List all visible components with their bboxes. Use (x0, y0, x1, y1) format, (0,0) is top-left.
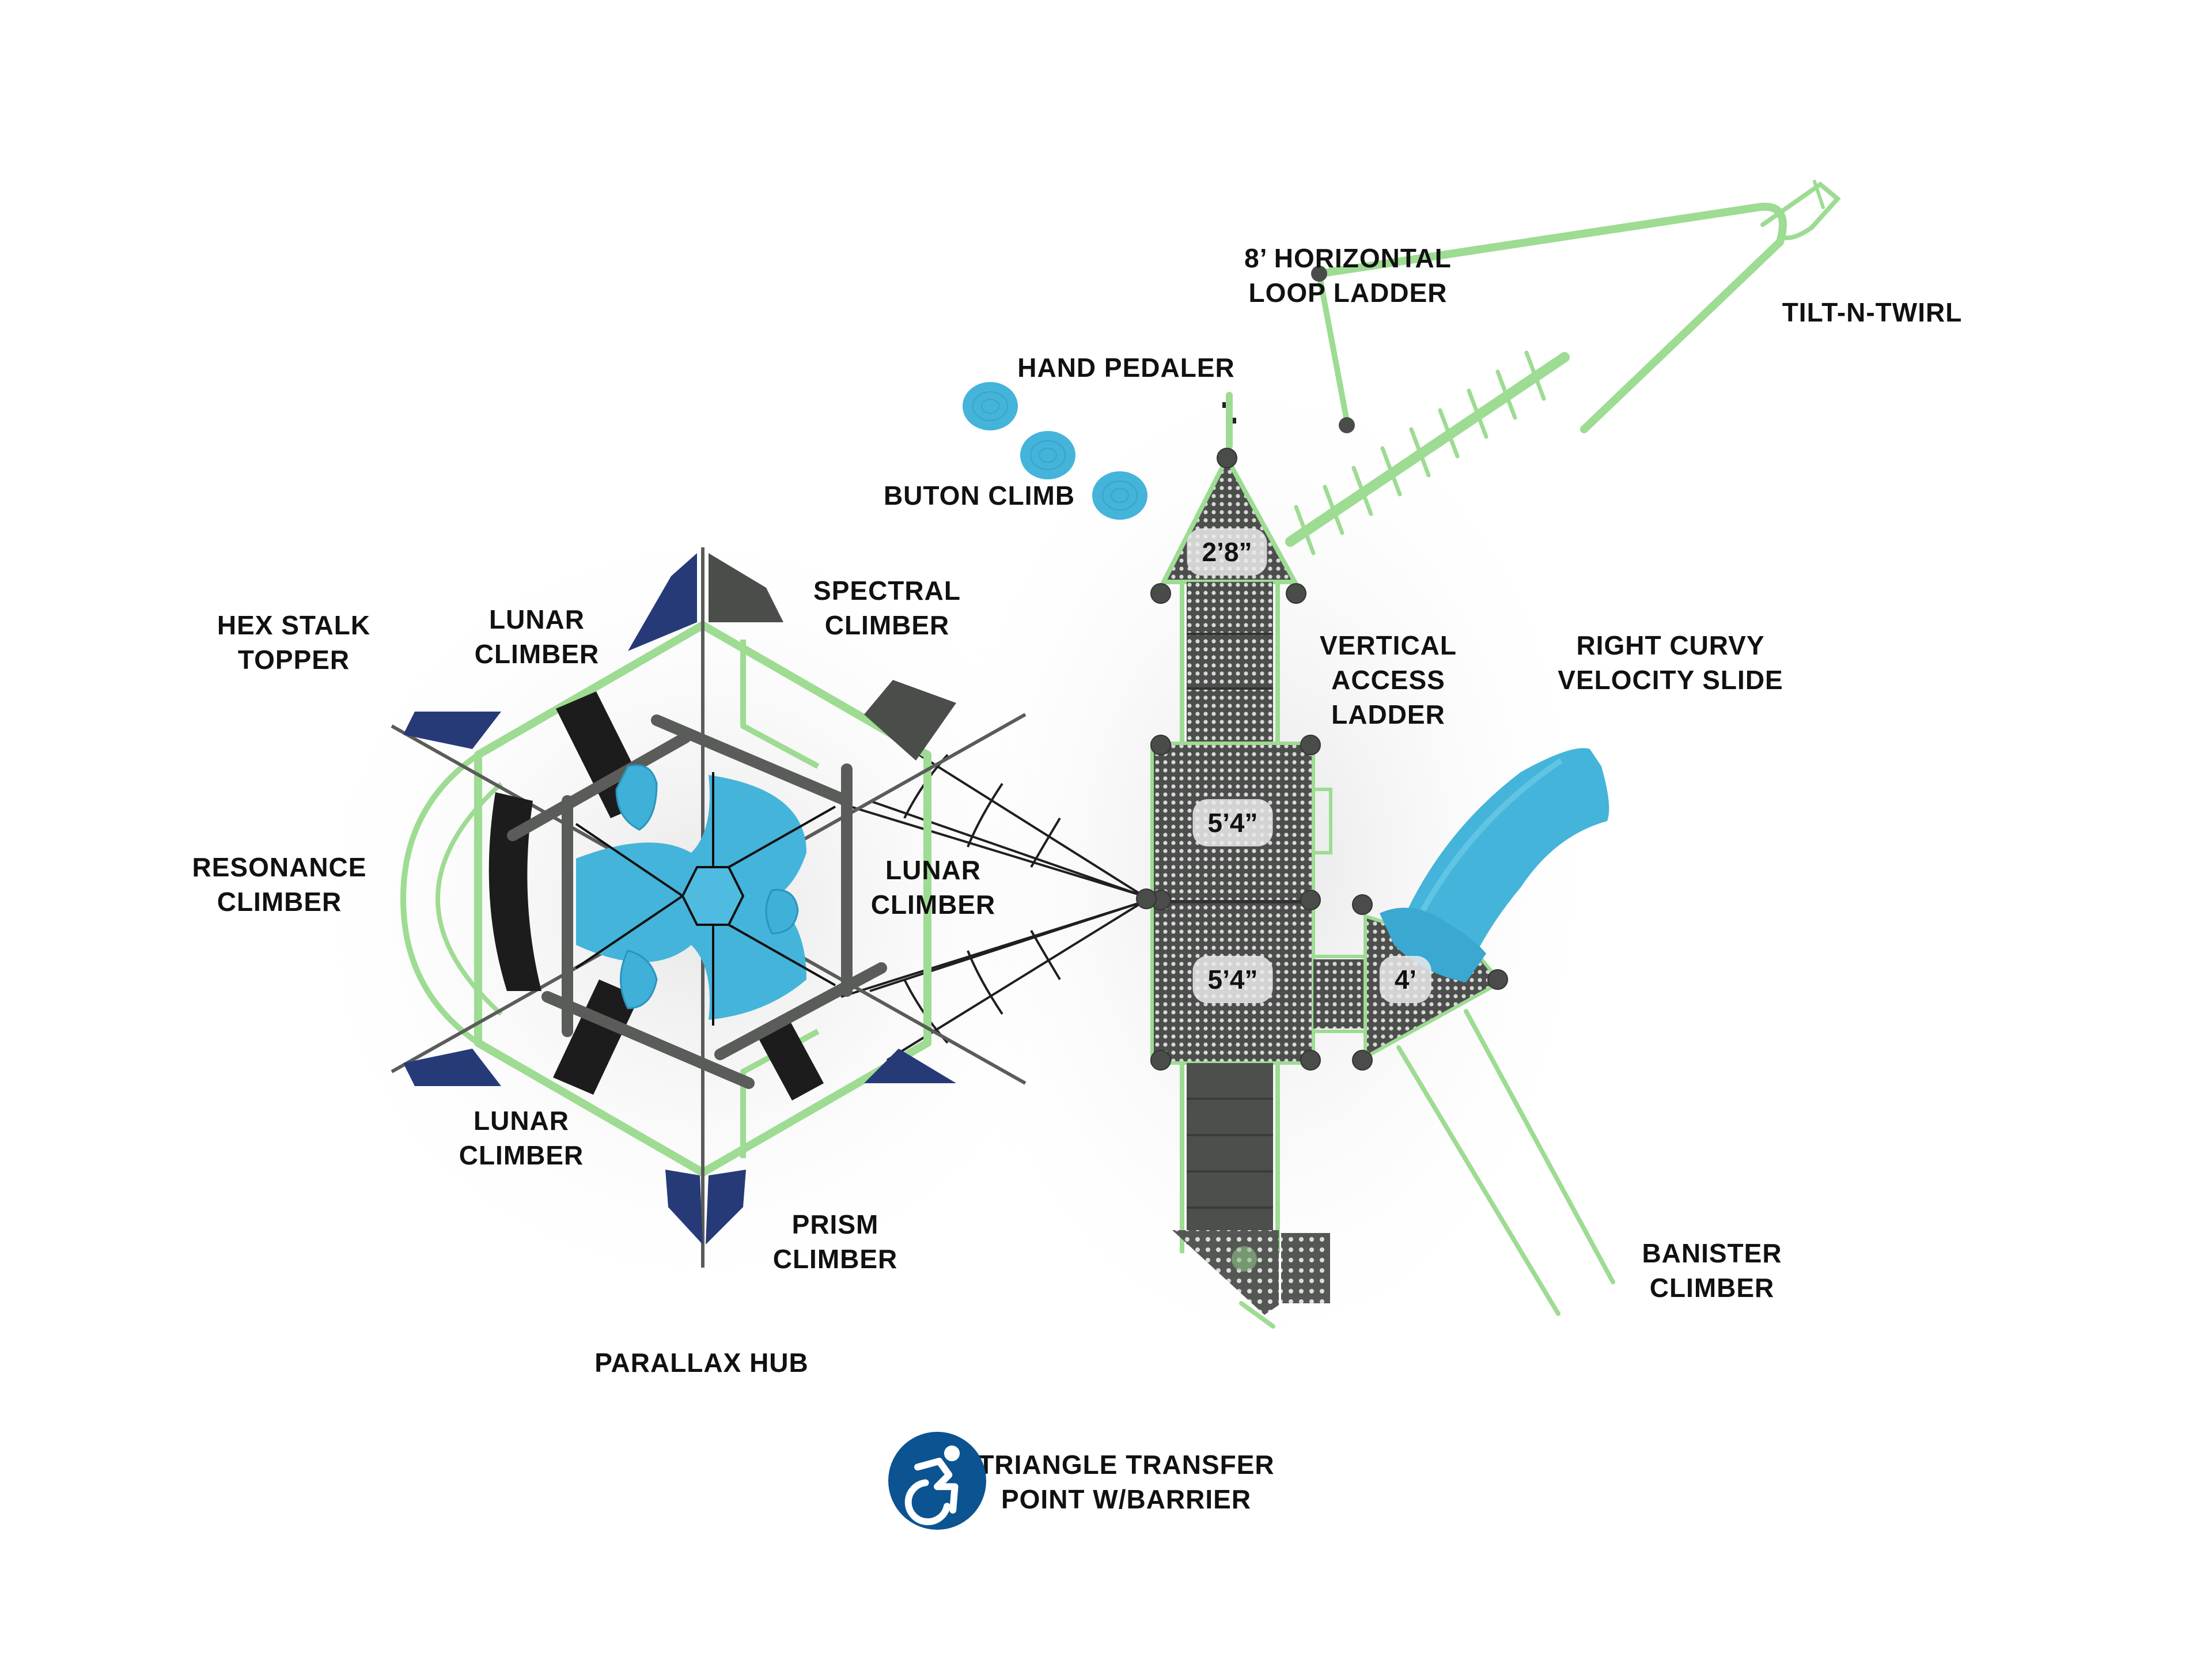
label-spectral-climber: SPECTRAL CLIMBER (813, 573, 961, 642)
deck-height-side-triangle: 4’ (1379, 956, 1432, 1003)
label-line: PRISM (791, 1209, 879, 1239)
accessible-wheelchair-icon (888, 1432, 986, 1530)
label-line: VERTICAL (1320, 630, 1457, 660)
horizontal-loop-ladder (1285, 350, 1570, 555)
label-line: BUTON CLIMB (883, 481, 1075, 510)
label-line: TILT-N-TWIRL (1782, 297, 1963, 327)
label-line: ACCESS (1331, 665, 1445, 695)
label-line: LADDER (1331, 699, 1445, 729)
label-tilt-n-twirl: TILT-N-TWIRL (1782, 295, 1963, 330)
label-line: POINT W/BARRIER (1001, 1484, 1252, 1514)
prism-climber-panels (403, 553, 956, 1245)
label-line: LUNAR (885, 855, 981, 885)
label-lunar-climber-top: LUNAR CLIMBER (475, 602, 600, 671)
label-line: CLIMBER (824, 610, 950, 640)
label-vertical-access-ladder: VERTICAL ACCESS LADDER (1320, 628, 1457, 732)
tilt-n-twirl (1311, 180, 1841, 433)
label-line: SPECTRAL (813, 576, 961, 606)
parallax-hub-web (575, 764, 836, 1026)
deck-height-lower-square: 5’4” (1192, 956, 1273, 1003)
hex-stalk-frame (507, 714, 887, 1089)
deck-height-upper-square: 5’4” (1192, 799, 1273, 846)
label-banister-climber: BANISTER CLIMBER (1642, 1236, 1782, 1305)
label-line: CLIMBER (474, 639, 600, 669)
label-right-curvy-velocity-slide: RIGHT CURVY VELOCITY SLIDE (1558, 628, 1783, 697)
label-horizontal-loop-ladder: 8’ HORIZONTAL LOOP LADDER (1244, 241, 1452, 310)
label-triangle-transfer-point: TRIANGLE TRANSFER POINT W/BARRIER (978, 1447, 1274, 1516)
label-line: PARALLAX HUB (594, 1348, 809, 1378)
label-prism-climber: PRISM CLIMBER (773, 1207, 898, 1276)
label-resonance-climber: RESONANCE CLIMBER (192, 850, 367, 919)
deck-height-top-triangle: 2’8” (1187, 528, 1267, 576)
label-line: CLIMBER (459, 1140, 584, 1170)
label-line: CLIMBER (772, 1244, 898, 1274)
buton-climb (963, 382, 1147, 520)
triangle-transfer-point (1172, 1230, 1330, 1329)
label-line: CLIMBER (870, 890, 996, 920)
label-line: TRIANGLE TRANSFER (978, 1450, 1275, 1480)
label-line: RIGHT CURVY (1576, 630, 1765, 660)
label-lunar-climber-right: LUNAR CLIMBER (871, 853, 996, 922)
label-line: 8’ HORIZONTAL (1244, 243, 1452, 273)
label-hand-pedaler: HAND PEDALER (1017, 350, 1234, 385)
label-line: LUNAR (489, 604, 585, 634)
hand-pedaler (1222, 392, 1236, 449)
label-line: BANISTER (1642, 1238, 1782, 1268)
lunar-climber-panels (488, 691, 824, 1100)
label-line: HAND PEDALER (1017, 353, 1235, 383)
label-buton-climb: BUTON CLIMB (884, 478, 1075, 513)
label-line: CLIMBER (1649, 1273, 1775, 1303)
banister-climber (1396, 1009, 1615, 1316)
label-lunar-climber-bottom: LUNAR CLIMBER (459, 1103, 584, 1173)
label-line: TOPPER (237, 645, 350, 675)
label-line: CLIMBER (217, 887, 342, 917)
label-line: RESONANCE (192, 852, 367, 882)
label-line: LUNAR (474, 1106, 569, 1136)
label-line: LOOP LADDER (1248, 278, 1448, 308)
label-parallax-hub: PARALLAX HUB (594, 1345, 808, 1380)
label-hex-stalk-topper: HEX STALK TOPPER (217, 608, 370, 677)
label-line: VELOCITY SLIDE (1558, 665, 1783, 695)
label-line: HEX STALK (217, 610, 371, 640)
right-curvy-velocity-slide (1380, 748, 1609, 982)
